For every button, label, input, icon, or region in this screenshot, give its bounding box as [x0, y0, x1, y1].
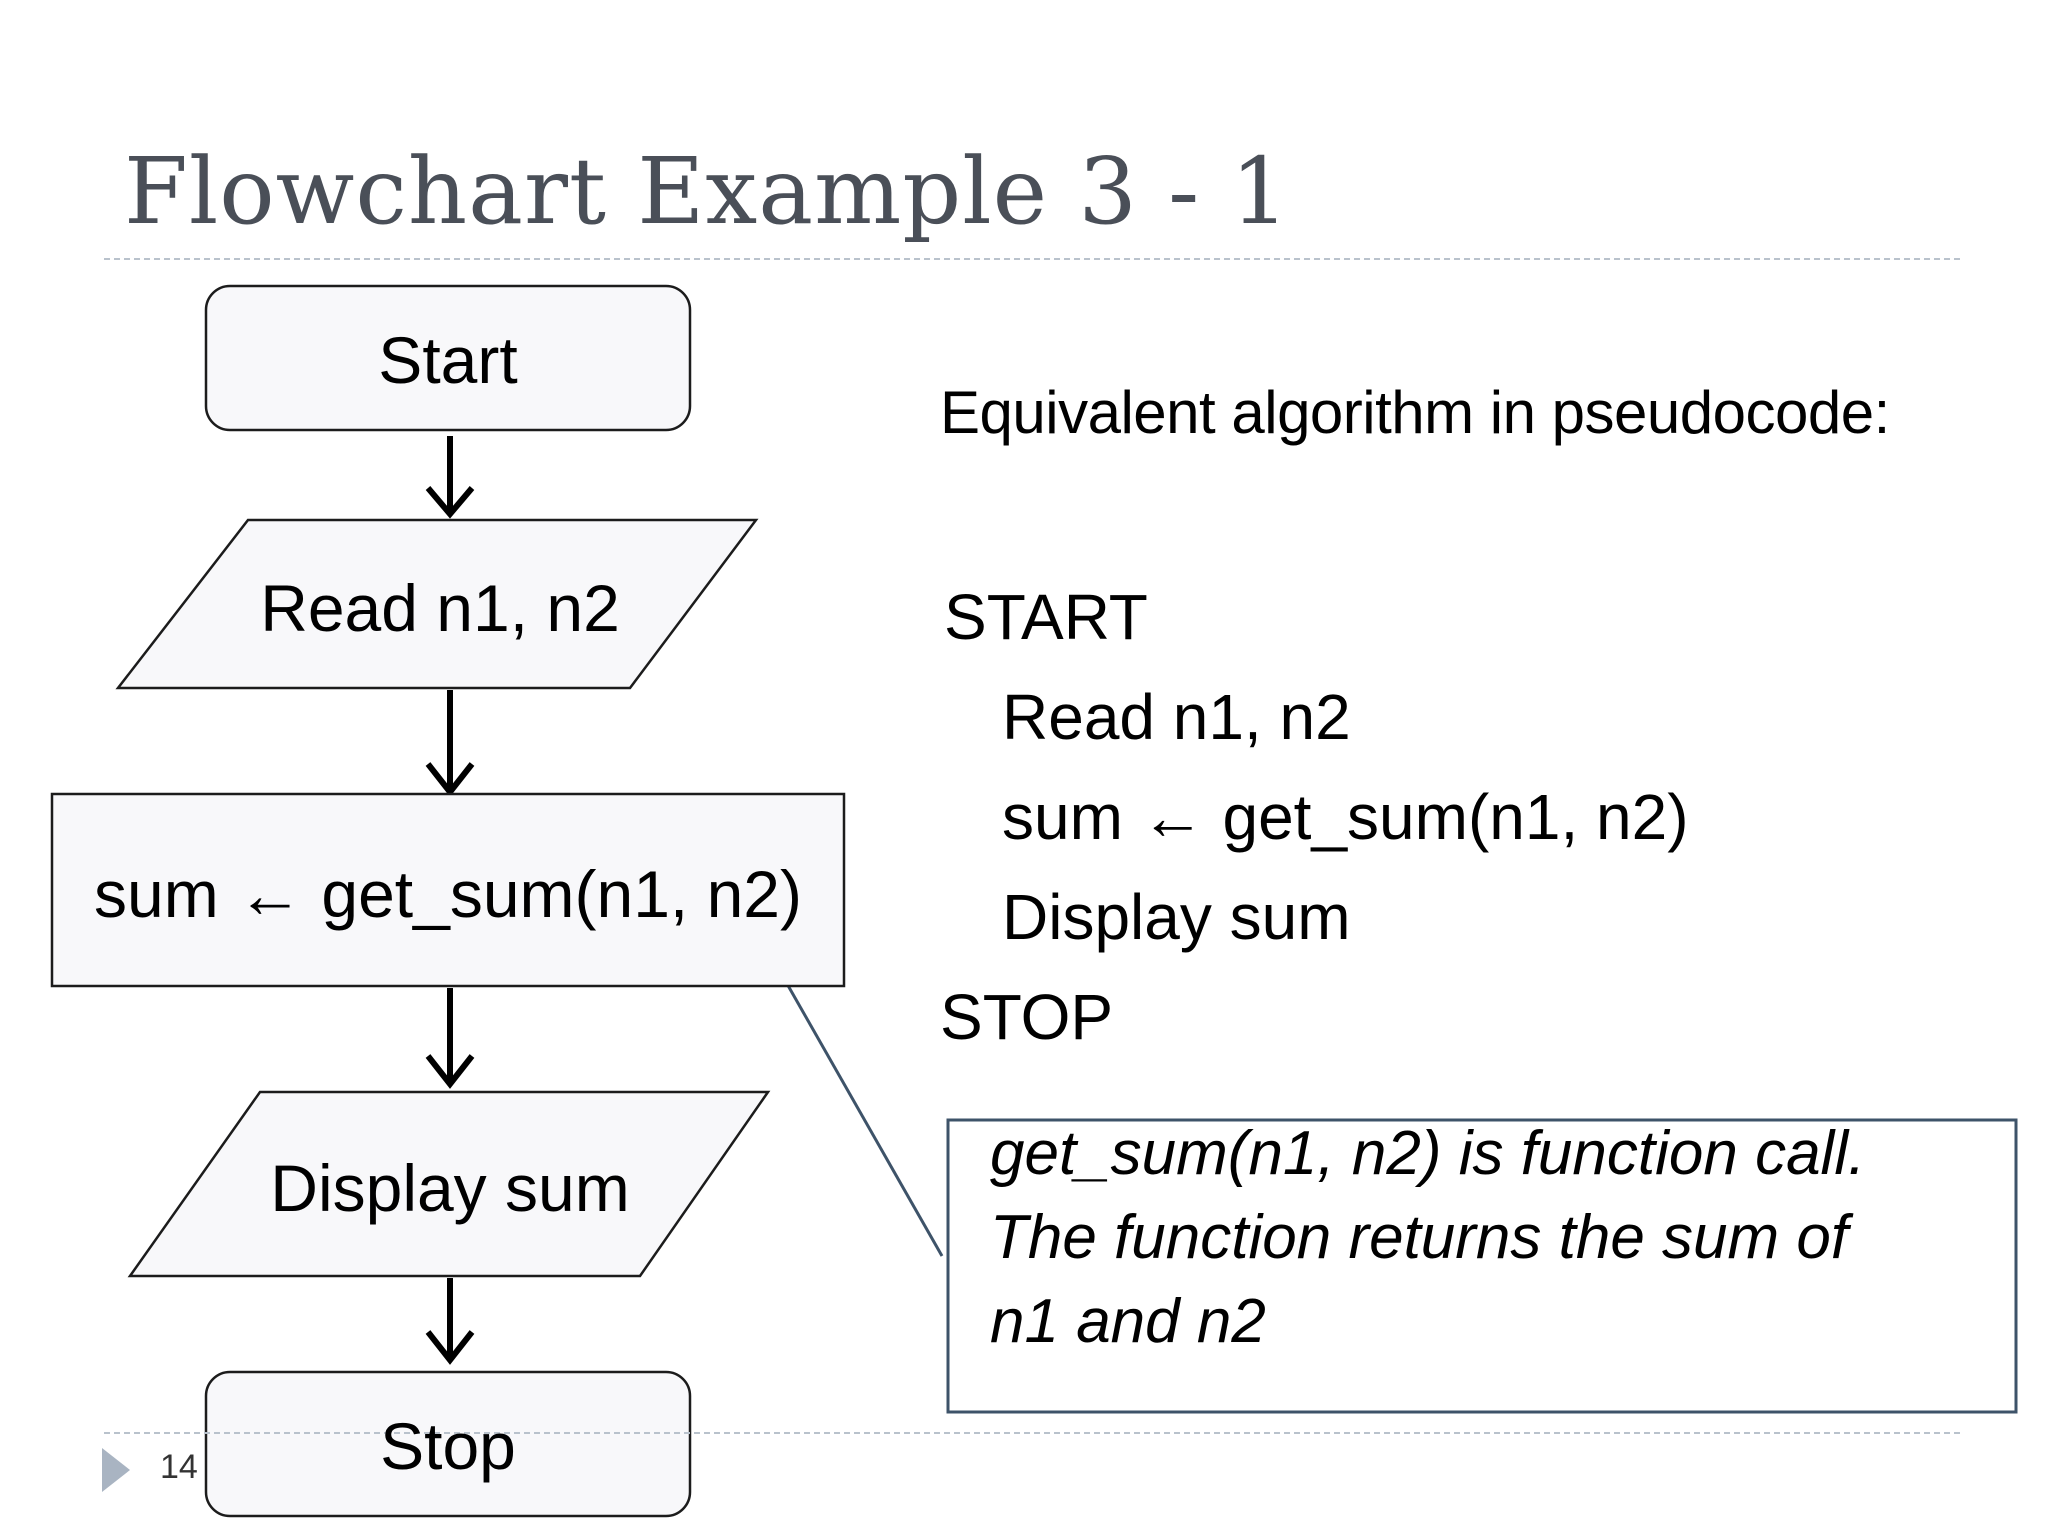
display-label: Display sum	[270, 1151, 630, 1225]
stop-label: Stop	[380, 1409, 516, 1483]
start-terminal	[204, 284, 692, 432]
arrowhead-2	[425, 762, 475, 797]
callout-line-2: The function returns the sum of	[990, 1203, 1849, 1272]
page-number: 14	[160, 1448, 198, 1486]
process-label: sum ← get_sum(n1, n2)	[94, 857, 802, 931]
read-label: Read n1, n2	[260, 571, 620, 645]
callout-line-3: n1 and n2	[990, 1287, 1266, 1356]
read-input-shape	[115, 518, 759, 690]
pseudocode-line-start: START	[944, 581, 1148, 653]
slide-title: Flowchart Example 3 - 1	[124, 138, 1290, 245]
start-label: Start	[378, 323, 518, 397]
arrowhead-3	[425, 1054, 475, 1089]
callout-text: get_sum(n1, n2) is function call. The fu…	[990, 1112, 1990, 1364]
pseudocode-line-display: Display sum	[1002, 881, 1351, 953]
footer-divider	[104, 1432, 1960, 1434]
arrowhead-4	[425, 1330, 475, 1365]
title-divider	[104, 258, 1960, 260]
pseudocode-line-read: Read n1, n2	[1002, 681, 1351, 753]
process-shape	[50, 792, 846, 988]
page-marker-icon	[102, 1448, 130, 1492]
callout-line-1: get_sum(n1, n2) is function call.	[990, 1119, 1866, 1188]
stop-terminal	[204, 1370, 692, 1518]
pseudocode-line-stop: STOP	[940, 981, 1114, 1053]
arrowhead-1	[425, 486, 475, 519]
display-output-shape	[127, 1090, 771, 1278]
pseudocode-heading: Equivalent algorithm in pseudocode:	[940, 379, 1890, 446]
callout-connector	[784, 981, 944, 1257]
pseudocode-line-sum: sum ← get_sum(n1, n2)	[1002, 781, 1689, 853]
callout-box	[946, 1118, 2018, 1414]
